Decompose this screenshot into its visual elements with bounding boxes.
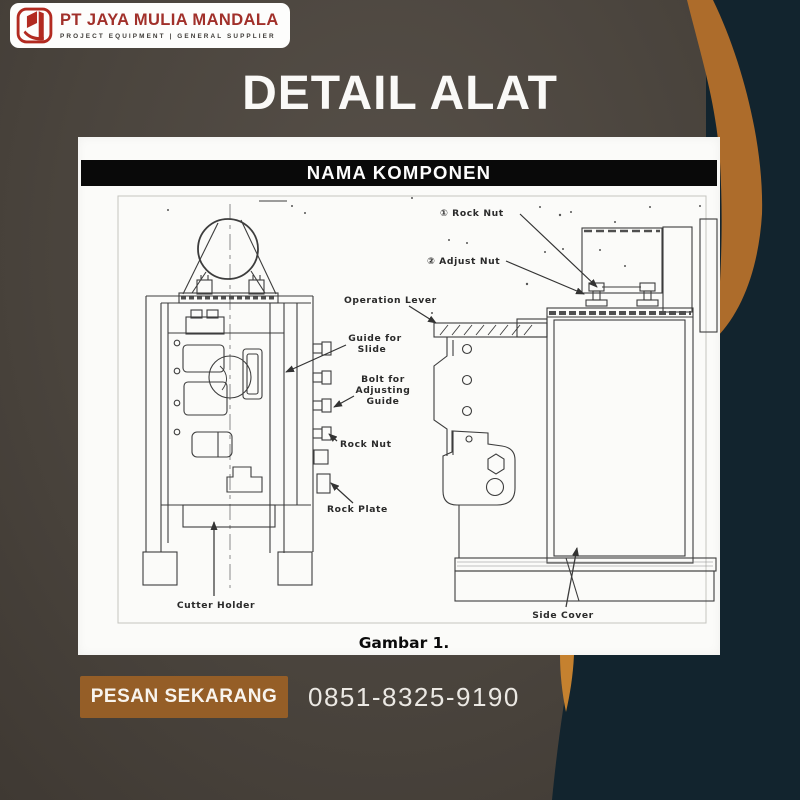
diagram-label-rock-plate: Rock Plate xyxy=(327,504,388,515)
order-now-button[interactable]: PESAN SEKARANG xyxy=(80,676,288,718)
panel-header-bar: NAMA KOMPONEN xyxy=(81,160,717,186)
figure-caption: Gambar 1. xyxy=(359,634,450,652)
brand-name: PT JAYA MULIA MANDALA xyxy=(60,11,279,29)
phone-number: 0851-8325-9190 xyxy=(308,681,520,712)
brand-logo-icon xyxy=(16,7,53,44)
leader-arrows xyxy=(285,213,598,504)
left-machine-drawing xyxy=(142,200,332,596)
diagram-label-adjusting: Adjusting xyxy=(356,385,411,396)
right-machine-drawing xyxy=(433,218,718,608)
panel-header-label: NAMA KOMPONEN xyxy=(306,162,492,183)
diagram-label-rock-nut-2: Rock Nut xyxy=(340,439,392,450)
brand-text-block: PT JAYA MULIA MANDALA PROJECT EQUIPMENT … xyxy=(60,11,279,40)
brand-tagline: PROJECT EQUIPMENT | GENERAL SUPPLIER xyxy=(60,33,276,40)
diagram-label-side-cover: Side Cover xyxy=(532,610,594,621)
diagram-label-guide: Guide xyxy=(366,396,399,407)
diagram-label-guide-for: Guide for xyxy=(348,333,401,344)
diagram-border xyxy=(117,195,707,624)
diagram-label-operation-lever: Operation Lever xyxy=(344,295,437,306)
diagram-label-slide: Slide xyxy=(358,344,387,355)
diagram-label-bolt-for: Bolt for xyxy=(361,374,405,385)
orange-sliver-shape xyxy=(560,655,574,712)
diagram-label-adjust-nut: ② Adjust Nut xyxy=(427,256,500,267)
brand-logo-bar: PT JAYA MULIA MANDALA PROJECT EQUIPMENT … xyxy=(10,3,290,48)
component-diagram-panel: NAMA KOMPONEN xyxy=(78,137,720,655)
component-diagram: ① Rock Nut ② Adjust Nut Operation Lever … xyxy=(117,195,718,652)
scan-specks xyxy=(167,197,701,314)
diagram-label-rock-nut-1: ① Rock Nut xyxy=(440,208,504,219)
page-title: DETAIL ALAT xyxy=(242,67,558,120)
diagram-label-cutter-holder: Cutter Holder xyxy=(177,600,255,611)
brown-crescent-shape xyxy=(687,0,763,338)
